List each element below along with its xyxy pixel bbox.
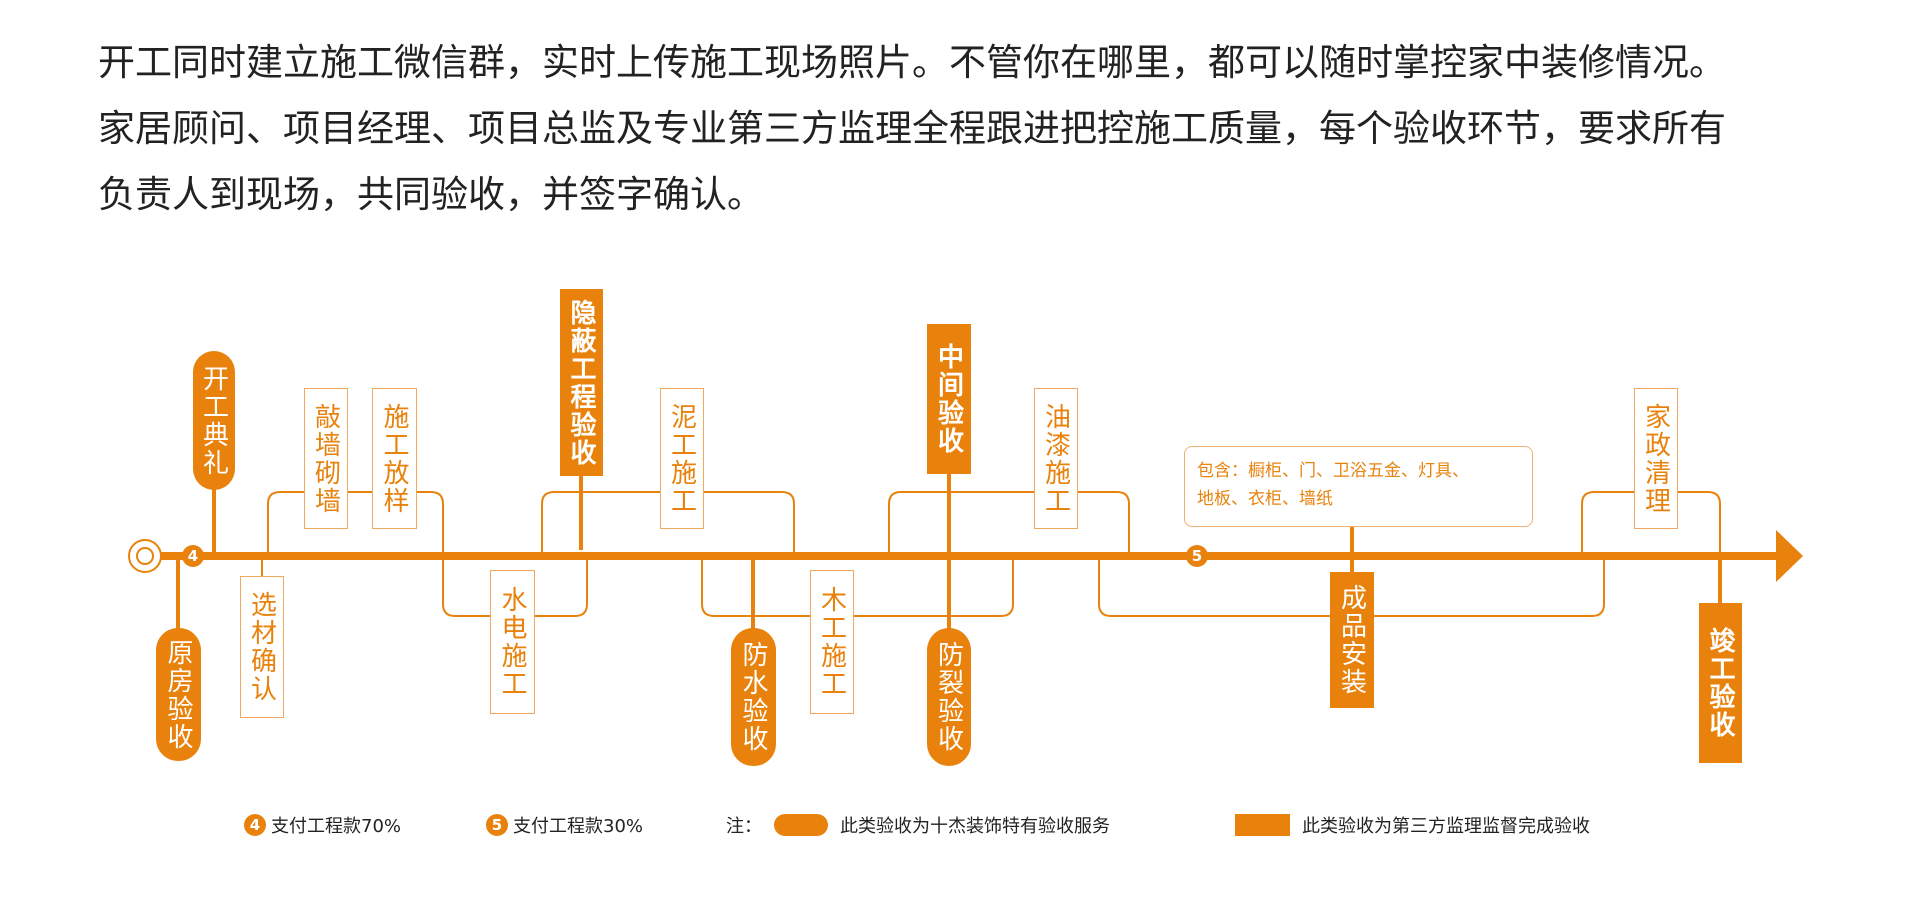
legend-pay70-label: 支付工程款70% <box>271 816 402 837</box>
legend-rect-desc: 此类验收为第三方监理监督完成验收 <box>1302 816 1590 837</box>
node-crack-inspection: 防裂验收 <box>927 628 971 766</box>
node-cleaning: 家政清理 <box>1634 388 1678 529</box>
node-opening-ceremony: 开工典礼 <box>193 351 235 490</box>
arrow-head-icon <box>1776 530 1803 582</box>
payment-badge-4: 4 <box>182 545 204 567</box>
bracket-carpentry <box>701 556 1014 617</box>
legend-badge-5: 5 <box>486 814 508 836</box>
legend-pill-desc: 此类验收为十杰装饰特有验收服务 <box>840 816 1110 837</box>
legend-pay70: 4 支付工程款70% <box>244 812 401 838</box>
intro-paragraph: 开工同时建立施工微信群，实时上传施工现场照片。不管你在哪里，都可以随时掌控家中装… <box>98 30 1858 228</box>
legend-pill: 注： 此类验收为十杰装饰特有验收服务 <box>726 812 1110 838</box>
node-completion-inspection: 竣工验收 <box>1699 603 1742 763</box>
bracket-painting <box>888 491 1130 556</box>
legend-pill-swatch <box>774 814 828 836</box>
intro-line: 家居顾问、项目经理、项目总监及专业第三方监理全程跟进把控施工质量，每个验收环节，… <box>98 107 1726 150</box>
install-note-line: 地板、衣柜、墙纸 <box>1197 489 1333 509</box>
intro-line: 开工同时建立施工微信群，实时上传施工现场照片。不管你在哪里，都可以随时掌控家中装… <box>98 41 1726 84</box>
legend-note-label: 注： <box>726 816 762 837</box>
legend-rect-swatch <box>1235 814 1290 836</box>
node-original-inspection: 原房验收 <box>156 628 201 761</box>
legend-pay30: 5 支付工程款30% <box>486 812 643 838</box>
install-note-line: 包含：橱柜、门、卫浴五金、灯具、 <box>1197 461 1469 481</box>
node-midterm-inspection: 中间验收 <box>927 324 971 474</box>
node-waterproof-inspection: 防水验收 <box>731 628 776 766</box>
node-material-confirm: 选材确认 <box>240 576 284 718</box>
payment-badge-5: 5 <box>1186 545 1208 567</box>
node-layout: 施工放样 <box>372 388 417 529</box>
node-carpentry: 木工施工 <box>810 570 854 714</box>
node-painting: 油漆施工 <box>1034 388 1078 529</box>
install-note: 包含：橱柜、门、卫浴五金、灯具、 地板、衣柜、墙纸 <box>1184 446 1533 527</box>
legend-rect: 此类验收为第三方监理监督完成验收 <box>1235 812 1590 838</box>
node-plumbing-electric: 水电施工 <box>490 570 535 714</box>
start-circle-icon <box>128 539 162 573</box>
node-concealed-inspection: 隐蔽工程验收 <box>560 289 603 476</box>
legend-badge-4: 4 <box>244 814 266 836</box>
node-finished-install: 成品安装 <box>1330 572 1374 708</box>
intro-line: 负责人到现场，共同验收，并签字确认。 <box>98 173 764 216</box>
node-wall-demolition: 敲墙砌墙 <box>304 388 348 529</box>
legend-pay30-label: 支付工程款30% <box>513 816 644 837</box>
node-masonry: 泥工施工 <box>660 388 704 529</box>
